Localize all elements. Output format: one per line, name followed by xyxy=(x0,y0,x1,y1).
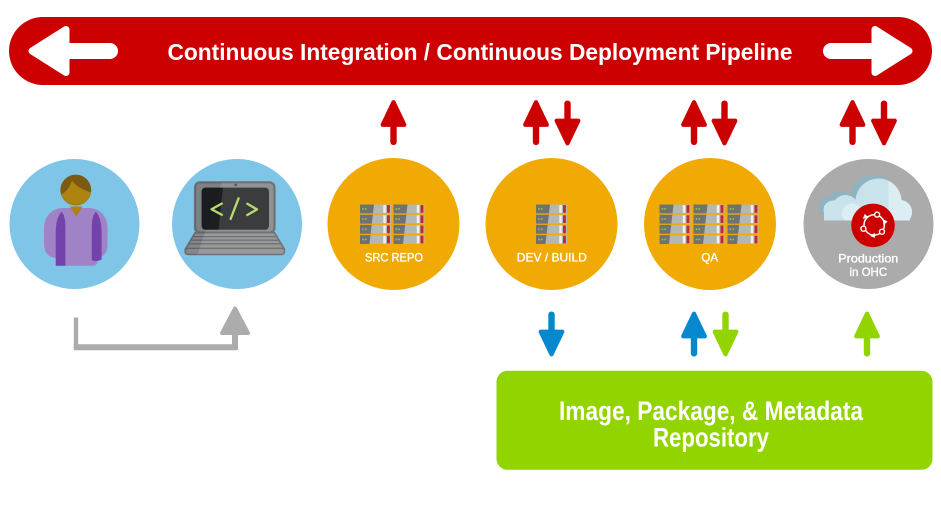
svg-text:Continuous Integration / Conti: Continuous Integration / Continuous Depl… xyxy=(168,39,793,65)
svg-text:SRC REPO: SRC REPO xyxy=(365,250,423,264)
svg-text:Image, Package, & Metadata: Image, Package, & Metadata xyxy=(559,396,863,426)
svg-text:QA: QA xyxy=(701,251,718,265)
svg-text:Repository: Repository xyxy=(653,423,769,453)
svg-text:DEV / BUILD: DEV / BUILD xyxy=(517,250,587,264)
svg-text:Production: Production xyxy=(838,251,898,265)
svg-text:in OHC: in OHC xyxy=(850,265,888,279)
